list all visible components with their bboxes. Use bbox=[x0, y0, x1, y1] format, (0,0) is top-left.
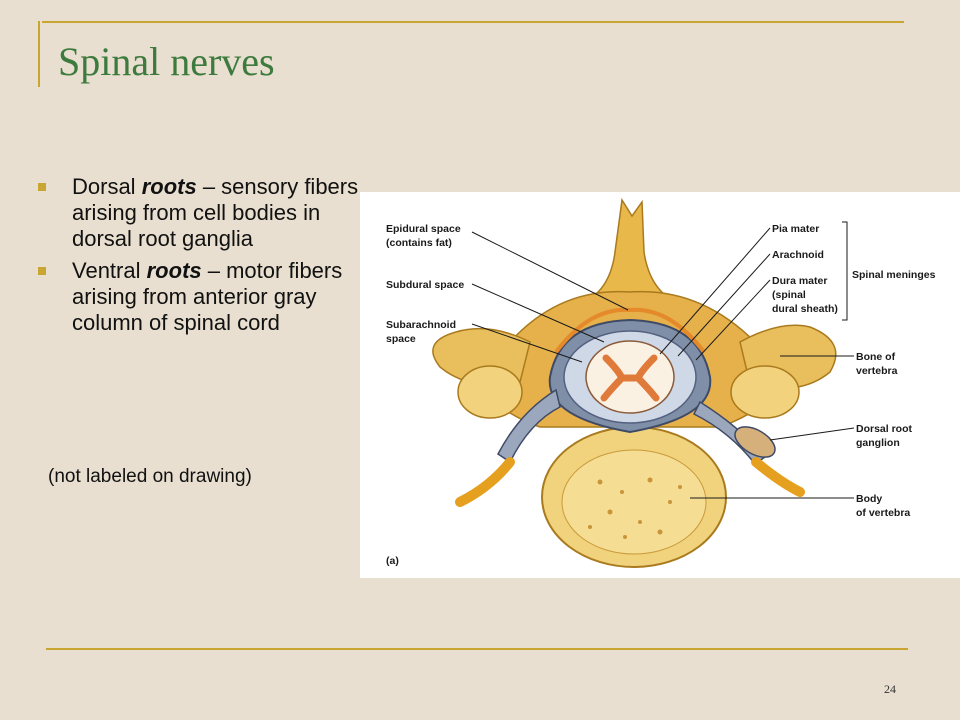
articular-facet-left bbox=[457, 365, 523, 419]
label-dura-spinal: (spinal bbox=[772, 289, 806, 301]
note-text: (not labeled on drawing) bbox=[48, 466, 252, 487]
bullet-term: Ventral bbox=[72, 258, 141, 283]
label-epidural-fat: (contains fat) bbox=[386, 237, 452, 249]
bullet-emphasis: roots bbox=[146, 258, 202, 283]
articular-facet-right bbox=[730, 365, 800, 419]
bullet-dorsal-roots: Dorsal roots – sensory fibers arising fr… bbox=[36, 174, 366, 252]
bullet-ventral-roots: Ventral roots – motor fibers arising fro… bbox=[36, 258, 366, 336]
gray-matter bbox=[600, 354, 660, 402]
label-pia-mater: Pia mater bbox=[772, 223, 819, 235]
label-dura-mater: Dura mater bbox=[772, 275, 827, 287]
frame-top-rule bbox=[42, 21, 904, 23]
label-body: Body bbox=[856, 493, 882, 505]
label-dorsal-root: Dorsal root bbox=[856, 423, 913, 435]
spinal-nerve-right bbox=[751, 457, 805, 497]
label-epidural-space: Epidural space bbox=[386, 223, 461, 235]
bullet-marker bbox=[38, 267, 46, 275]
epidural-fat bbox=[554, 307, 706, 354]
label-ganglion: ganglion bbox=[856, 437, 900, 449]
label-of-vertebra: of vertebra bbox=[856, 507, 910, 519]
bullet-marker bbox=[38, 183, 46, 191]
bullet-list: Dorsal roots – sensory fibers arising fr… bbox=[36, 174, 366, 342]
label-spinal-meninges: Spinal meninges bbox=[852, 269, 936, 281]
bullet-text: – motor fibers arising from anterior gra… bbox=[72, 258, 343, 335]
spinal-nerve-left bbox=[455, 457, 515, 507]
figure-drawing: Epidural space (contains fat) Subdural s… bbox=[386, 197, 936, 568]
frame-bottom-rule bbox=[46, 648, 908, 650]
label-bone-of: Bone of bbox=[856, 351, 896, 363]
bullet-emphasis: roots bbox=[141, 174, 197, 199]
bullet-text: – sensory fibers arising from cell bodie… bbox=[72, 174, 359, 251]
dorsal-root-ganglion bbox=[734, 426, 776, 458]
label-dural-sheath: dural sheath) bbox=[772, 303, 838, 315]
leader-lines bbox=[471, 221, 855, 499]
label-panel-a: (a) bbox=[386, 555, 399, 567]
frame-left-rule bbox=[38, 21, 40, 87]
root-sleeve-left bbox=[497, 388, 561, 464]
bullet-term: Dorsal bbox=[72, 174, 136, 199]
spinal-cord-cross-section-figure: Epidural space (contains fat) Subdural s… bbox=[360, 192, 960, 578]
label-bone-vertebra: vertebra bbox=[856, 365, 898, 377]
vertebral-body-inner bbox=[561, 449, 707, 555]
label-subarachnoid-space: space bbox=[386, 333, 416, 345]
label-subarachnoid: Subarachnoid bbox=[386, 319, 456, 331]
slide-number: 24 bbox=[884, 682, 896, 696]
vertebral-body-pores bbox=[588, 477, 682, 539]
label-arachnoid: Arachnoid bbox=[772, 249, 824, 261]
slide-title: Spinal nerves bbox=[58, 39, 275, 84]
label-subdural-space: Subdural space bbox=[386, 279, 464, 291]
